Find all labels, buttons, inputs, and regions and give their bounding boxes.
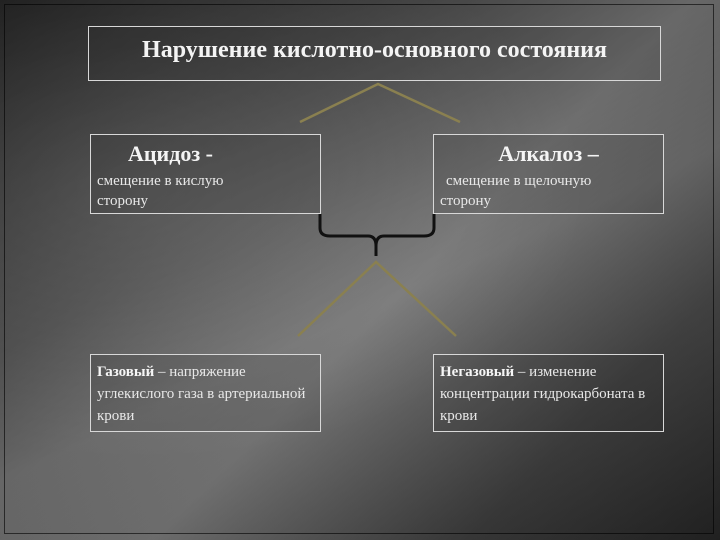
slide-frame: [4, 4, 714, 534]
nongas-form-text: Негазовый – изменение концентрации гидро…: [440, 361, 657, 427]
nongas-form-definition: – изменение концентрации гидрокарбоната …: [440, 364, 646, 424]
gas-form-box: Газовый – напряжение углекислого газа в …: [90, 354, 321, 432]
acidosis-heading: Ацидоз -: [127, 141, 214, 166]
gas-form-definition: – напряжение углекислого газа в артериал…: [97, 364, 306, 424]
lower-connector: [297, 260, 457, 337]
upper-connector: [299, 82, 461, 124]
nongas-form-term: Негазовый: [440, 364, 515, 380]
alkalosis-box: Алкалоз – смещение в щелочную сторону: [433, 134, 664, 214]
title-box: Нарушение кислотно-основного состояния: [88, 26, 661, 81]
nongas-form-box: Негазовый – изменение концентрации гидро…: [433, 354, 664, 432]
acidosis-desc-line1: смещение в кислую: [97, 173, 224, 189]
diagram-title: Нарушение кислотно-основного состояния: [142, 37, 607, 63]
alkalosis-heading: Алкалоз –: [498, 141, 599, 166]
gas-form-term: Газовый: [97, 364, 155, 380]
joining-brace: [318, 214, 436, 256]
acidosis-box: Ацидоз - смещение в кислую сторону: [90, 134, 321, 214]
gas-form-text: Газовый – напряжение углекислого газа в …: [97, 361, 314, 427]
acidosis-desc-line2: сторону: [97, 193, 149, 209]
alkalosis-desc-line1: смещение в щелочную: [446, 173, 592, 189]
alkalosis-desc-line2: сторону: [440, 193, 492, 209]
